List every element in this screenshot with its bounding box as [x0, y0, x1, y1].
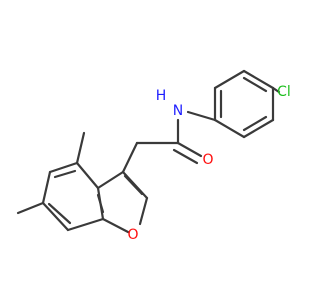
amide-hydrogen-label: H	[156, 88, 167, 104]
bond	[53, 169, 77, 179]
bond	[213, 118, 246, 139]
bond	[48, 161, 79, 174]
chlorine-label: Cl	[277, 84, 291, 100]
bond	[242, 115, 268, 132]
bond	[41, 170, 52, 205]
furan-oxygen-label: O	[127, 227, 138, 243]
chemical-structure: N H O Cl O	[16, 69, 291, 243]
bond	[96, 170, 125, 190]
bond	[138, 196, 149, 226]
bond	[96, 193, 105, 214]
bond	[123, 174, 144, 196]
bond	[75, 131, 86, 165]
bond	[242, 69, 275, 90]
bond	[172, 148, 199, 165]
bond	[242, 76, 268, 93]
bond	[121, 141, 139, 174]
bond	[66, 217, 105, 232]
bond	[176, 141, 203, 158]
bond	[47, 202, 72, 225]
bond	[213, 69, 246, 90]
bond	[271, 86, 281, 94]
bonds	[16, 69, 281, 234]
bond	[16, 201, 45, 215]
bond	[41, 201, 70, 232]
nitrogen-label: N	[173, 103, 183, 119]
bond	[75, 161, 100, 190]
carbonyl-oxygen-label: O	[202, 152, 213, 168]
bond	[101, 217, 130, 234]
atom-labels: N H O Cl O	[127, 84, 290, 243]
bond	[186, 110, 217, 122]
bond	[242, 118, 275, 139]
